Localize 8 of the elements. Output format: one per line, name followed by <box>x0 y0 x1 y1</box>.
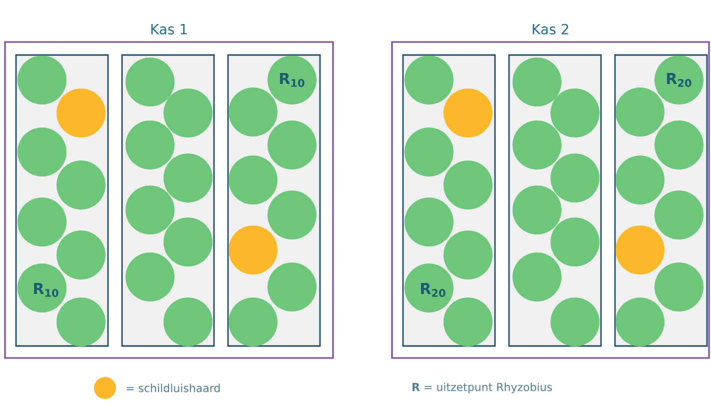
release-point-label: R$_{20}$ <box>421 283 446 297</box>
release-point-label: R$_{10}$ <box>280 73 304 87</box>
node-label: Kas 1 <box>151 24 187 34</box>
release-point-label: R$_{10}$ <box>34 283 58 297</box>
legend-text: = schildluishaard <box>126 384 220 392</box>
node-label: Kas 2 <box>532 24 568 34</box>
release-point-label: R$_{20}$ <box>667 73 692 87</box>
legend-text: R = uitzetpunt Rhyzobius <box>412 382 552 394</box>
